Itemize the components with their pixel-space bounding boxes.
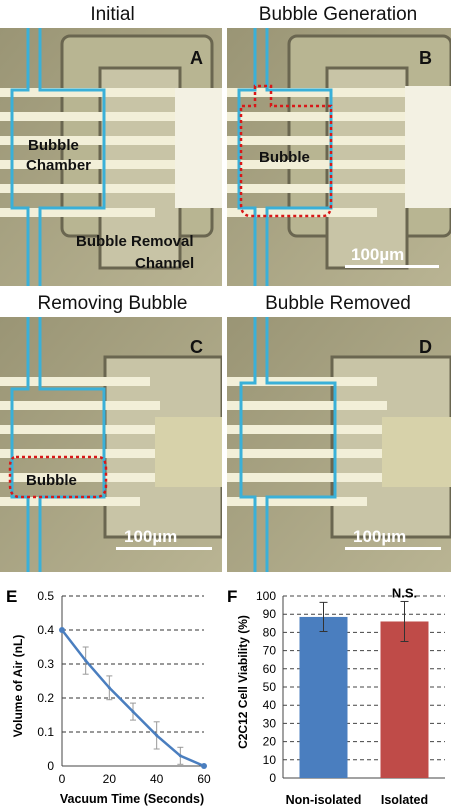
- chart-e-xtick: 60: [197, 772, 211, 786]
- panel-e-letter: E: [6, 587, 17, 606]
- chart-f-ytick: 50: [263, 680, 277, 694]
- micrograph-panel-a: A Bubble Chamber Bubble Removal Channel: [0, 28, 222, 286]
- chart-e-ylabel: Volume of Air (nL): [11, 635, 25, 738]
- chart-e-point: [201, 763, 207, 769]
- chart-e-ytick: 0.1: [37, 725, 54, 739]
- chart-e-point: [131, 710, 135, 714]
- chart-f-ytick: 100: [256, 589, 276, 603]
- bubble-label-c: Bubble: [26, 472, 77, 489]
- scale-bar-b: 100µm: [351, 245, 404, 264]
- chart-f-ytick: 60: [263, 662, 277, 676]
- chart-e-point: [59, 627, 65, 633]
- chart-e-ytick: 0.2: [37, 691, 54, 705]
- chart-f-bar: [380, 621, 429, 778]
- chart-e-point: [155, 733, 159, 737]
- chart-e-ytick: 0: [47, 759, 54, 773]
- chart-f-ytick: 70: [263, 644, 277, 658]
- bubble-chamber-label-2: Chamber: [26, 157, 91, 174]
- panel-d-title: Bubble Removed: [265, 293, 411, 314]
- chart-f-ytick: 80: [263, 625, 277, 639]
- bubble-label-b: Bubble: [259, 149, 310, 166]
- chart-e-ytick: 0.5: [37, 589, 54, 603]
- chart-f-category-label: Non-isolated: [286, 793, 362, 807]
- chart-e-xtick: 40: [150, 772, 164, 786]
- panel-c-title: Removing Bubble: [37, 293, 188, 314]
- chart-f-bar: [299, 616, 348, 778]
- chart-e-point: [107, 686, 111, 690]
- removal-channel-label-1: Bubble Removal: [76, 233, 194, 250]
- micrograph-panel-b: B Bubble 100µm: [227, 28, 451, 286]
- panel-a-title: Initial: [90, 4, 135, 25]
- chart-e-xtick: 0: [59, 772, 66, 786]
- chart-f-category-label: Isolated: [381, 793, 428, 807]
- chart-e-ytick: 0.4: [37, 623, 54, 637]
- bubble-chamber-label-1: Bubble: [28, 137, 79, 154]
- chart-f-ytick: 30: [263, 716, 277, 730]
- chart-f-annotation: N.S.: [392, 585, 417, 600]
- removal-channel-label-2: Channel: [135, 255, 194, 272]
- chart-e-volume-of-air: E Volume of Air (nL) Vacuum Time (Second…: [6, 587, 211, 806]
- panel-d-letter: D: [419, 337, 432, 357]
- chart-e-ytick: 0.3: [37, 657, 54, 671]
- chart-f-ytick: 0: [269, 771, 276, 785]
- panel-c-letter: C: [190, 337, 203, 357]
- panel-b-letter: B: [419, 48, 432, 68]
- panel-f-letter: F: [227, 587, 237, 606]
- micrograph-panel-d: D 100µm: [227, 317, 451, 572]
- chart-e-xtick: 20: [103, 772, 117, 786]
- chart-f-ylabel: C2C12 Cell Viability (%): [236, 615, 250, 749]
- scale-bar-d: 100µm: [353, 527, 406, 546]
- chart-e-point: [178, 754, 182, 758]
- chart-e-point: [84, 659, 88, 663]
- chart-f-cell-viability: F C2C12 Cell Viability (%) 0 10 20 30 40 50 60…: [227, 585, 445, 807]
- scale-bar-c: 100µm: [124, 527, 177, 546]
- chart-e-xlabel: Vacuum Time (Seconds): [60, 792, 204, 806]
- panel-a-letter: A: [190, 48, 203, 68]
- chart-f-ytick: 10: [263, 753, 277, 767]
- chart-f-ytick: 90: [263, 607, 277, 621]
- chart-f-ytick: 40: [263, 698, 277, 712]
- chart-f-ytick: 20: [263, 735, 277, 749]
- micrograph-panel-c: C Bubble 100µm: [0, 317, 222, 572]
- panel-b-title: Bubble Generation: [258, 4, 418, 25]
